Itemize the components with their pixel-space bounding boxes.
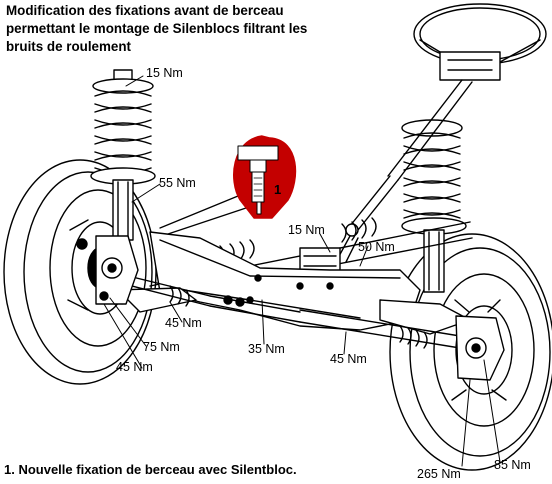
torque-label-steering-joint: 15 Nm [288, 223, 325, 237]
torque-label-subframe-rear: 35 Nm [248, 342, 285, 356]
torque-label-caliper: 85 Nm [494, 458, 531, 472]
torque-label-lower-arm-left: 45 Nm [165, 316, 202, 330]
diagram-title: Modification des fixations avant de berc… [6, 2, 406, 56]
lower-arms [117, 287, 471, 335]
title-line-3: bruits de roulement [6, 39, 131, 54]
leader-lines [103, 75, 501, 467]
torque-label-hub-nut: 265 Nm [417, 467, 461, 481]
steering-column [337, 3, 547, 263]
title-line-1: Modification des fixations avant de berc… [6, 3, 284, 18]
callout-detail [159, 135, 297, 235]
torque-label-strut-top-left: 15 Nm [146, 66, 183, 80]
right-strut-spring [401, 119, 467, 293]
torque-label-subframe-front-left: 55 Nm [159, 176, 196, 190]
torque-label-balljoint-left: 75 Nm [143, 340, 180, 354]
drive-shafts [119, 273, 461, 349]
left-knuckle [76, 235, 139, 305]
left-strut-spring [90, 69, 156, 241]
figure-caption: 1. Nouvelle fixation de berceau avec Sil… [4, 462, 297, 477]
torque-label-tie-rod-left: 45 Nm [116, 360, 153, 374]
torque-label-lower-arm-right: 45 Nm [330, 352, 367, 366]
title-line-2: permettant le montage de Silenblocs filt… [6, 21, 308, 36]
torque-label-subframe-front-right: 50 Nm [358, 240, 395, 254]
callout-number: 1 [274, 182, 282, 197]
right-knuckle [455, 315, 505, 381]
